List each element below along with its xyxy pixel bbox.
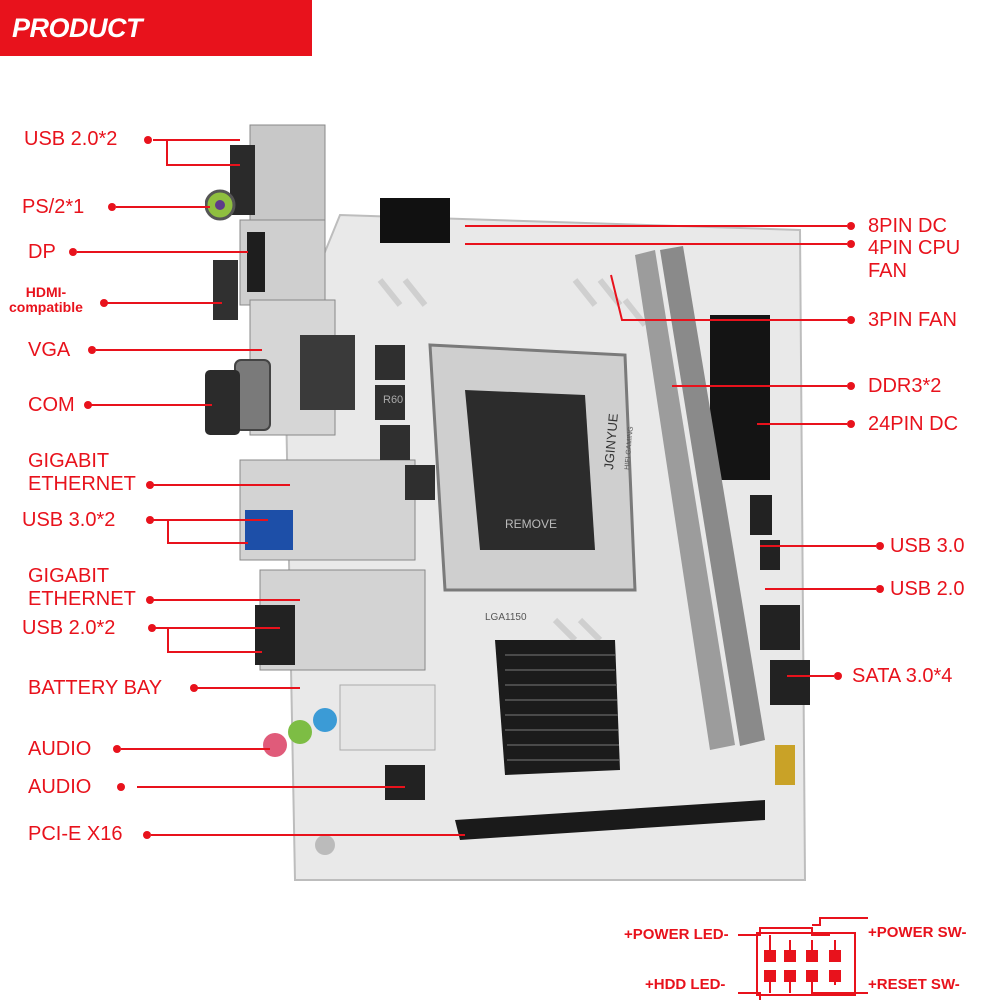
label-reset-sw: +RESET SW- [868, 976, 960, 993]
label-battery-bay: BATTERY BAY [28, 677, 163, 699]
label-usb20-top: USB 2.0*2 [24, 128, 118, 150]
label-sata: SATA 3.0*4 [852, 665, 953, 687]
label-gigabit-ethernet-1: GIGABIT ETHERNET [28, 450, 136, 495]
label-usb20-bottom: USB 2.0*2 [22, 617, 116, 639]
label-vga: VGA [28, 339, 71, 361]
label-24pin-dc: 24PIN DC [868, 413, 959, 435]
label-usb30: USB 3.0*2 [22, 509, 116, 531]
svg-text:HIFI GAMING: HIFI GAMING [624, 426, 635, 470]
label-hdmi: HDMI- compatible [9, 284, 83, 316]
svg-text:JGINYUE: JGINYUE [601, 412, 621, 470]
label-com: COM [28, 394, 75, 416]
label-hdd-led: +HDD LED- [645, 976, 726, 993]
svg-text:REMOVE: REMOVE [505, 517, 557, 531]
motherboard-image: R60 REMOVE LGA1150 JGINYUE HIFI GAMING [205, 124, 810, 881]
svg-text:LGA1150: LGA1150 [485, 612, 527, 623]
label-ddr3: DDR3*2 [868, 375, 942, 397]
label-usb30-header: USB 3.0 [890, 535, 965, 557]
label-pcie: PCI-E X16 [28, 823, 123, 845]
label-3pin-fan: 3PIN FAN [868, 309, 957, 331]
product-parameter-banner: PRODUCT PARAMETER [0, 0, 312, 99]
label-8pin-dc: 8PIN DC [868, 215, 947, 237]
label-audio-2: AUDIO [28, 776, 92, 798]
label-4pin-cpu-fan: 4PIN CPU FAN [868, 237, 961, 282]
label-power-sw: +POWER SW- [868, 924, 967, 941]
label-ps2: PS/2*1 [22, 196, 85, 218]
svg-text:R60: R60 [383, 394, 403, 406]
label-gigabit-ethernet-2: GIGABIT ETHERNET [28, 565, 136, 610]
label-usb20-header: USB 2.0 [890, 578, 965, 600]
label-power-led: +POWER LED- [624, 926, 729, 943]
label-audio-1: AUDIO [28, 738, 92, 760]
label-dp: DP [28, 241, 56, 263]
